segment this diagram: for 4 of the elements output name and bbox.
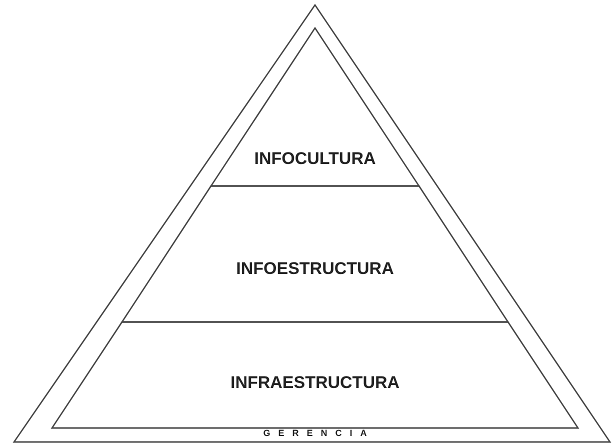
- base-label: GERENCIA: [263, 428, 375, 438]
- layer-label: INFOCULTURA: [254, 149, 376, 169]
- layer-label: INFRAESTRUCTURA: [230, 373, 400, 393]
- layer-label: INFOESTRUCTURA: [236, 259, 394, 279]
